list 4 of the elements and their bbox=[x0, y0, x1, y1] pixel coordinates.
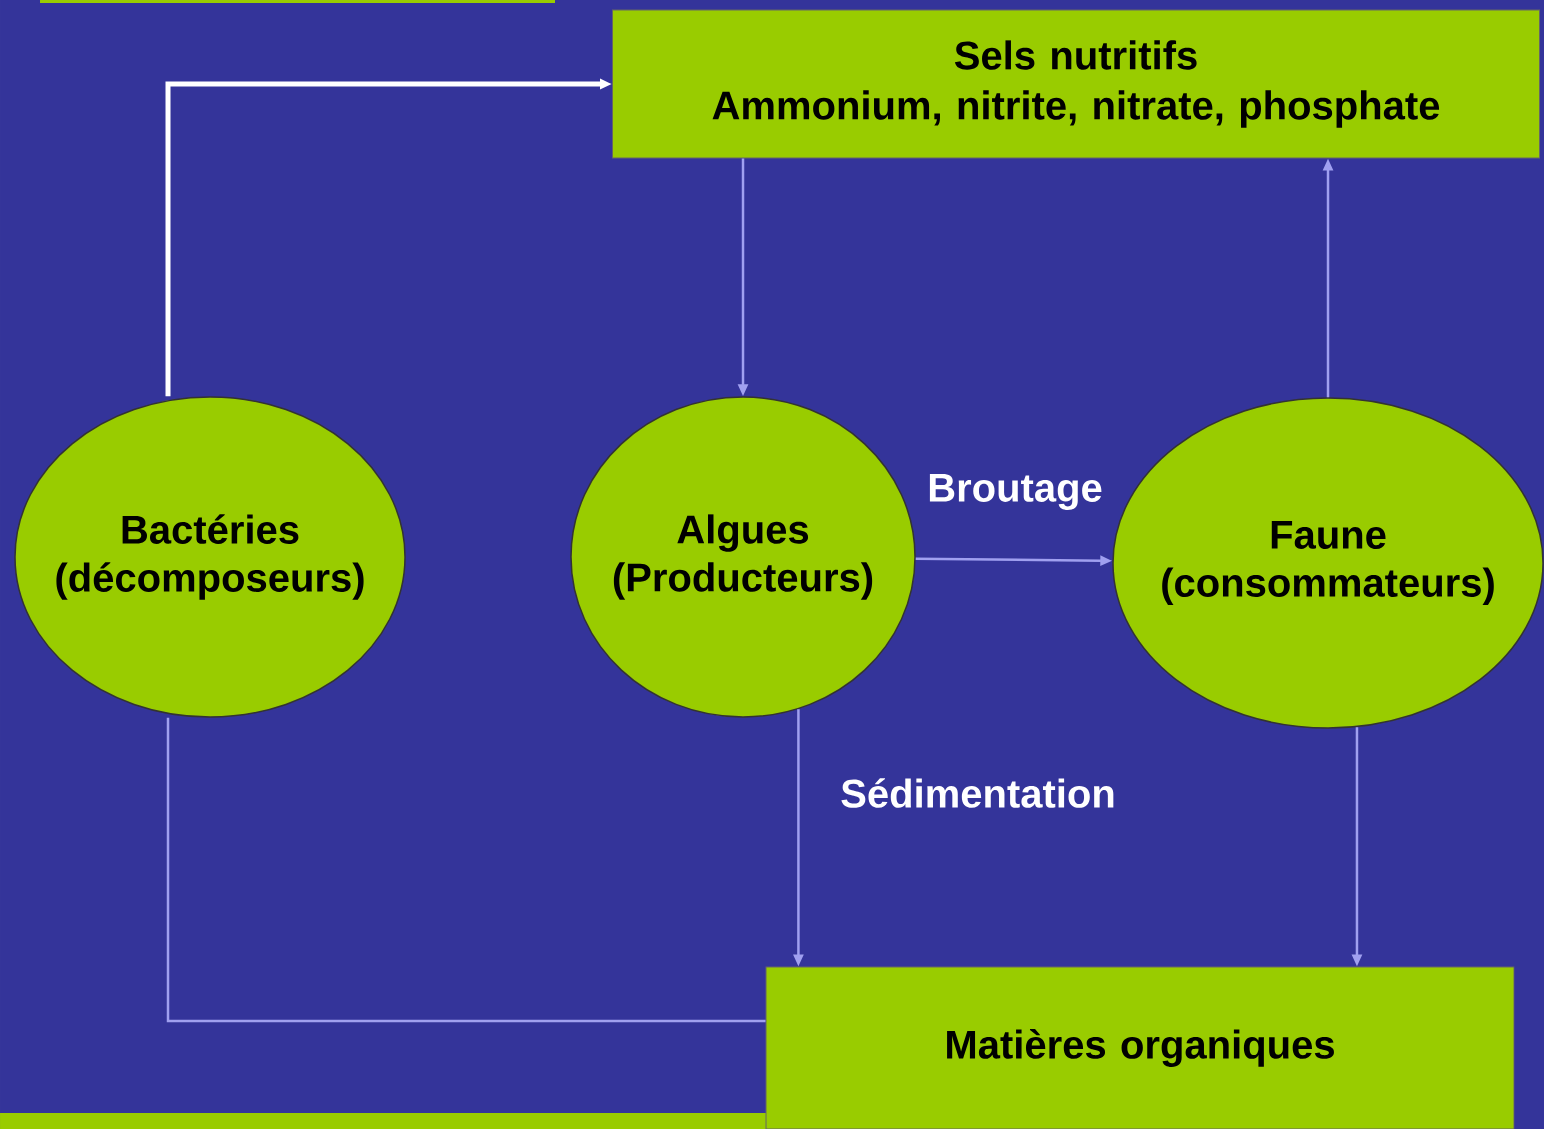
nutrient-box: Sels nutritifs Ammonium, nitrite, nitrate, phosphate bbox=[612, 9, 1540, 159]
edge-label: Broutage bbox=[929, 474, 1102, 510]
edge-label: Sédimentation bbox=[841, 778, 1114, 808]
matter-box: Matières organiques bbox=[765, 966, 1515, 1129]
